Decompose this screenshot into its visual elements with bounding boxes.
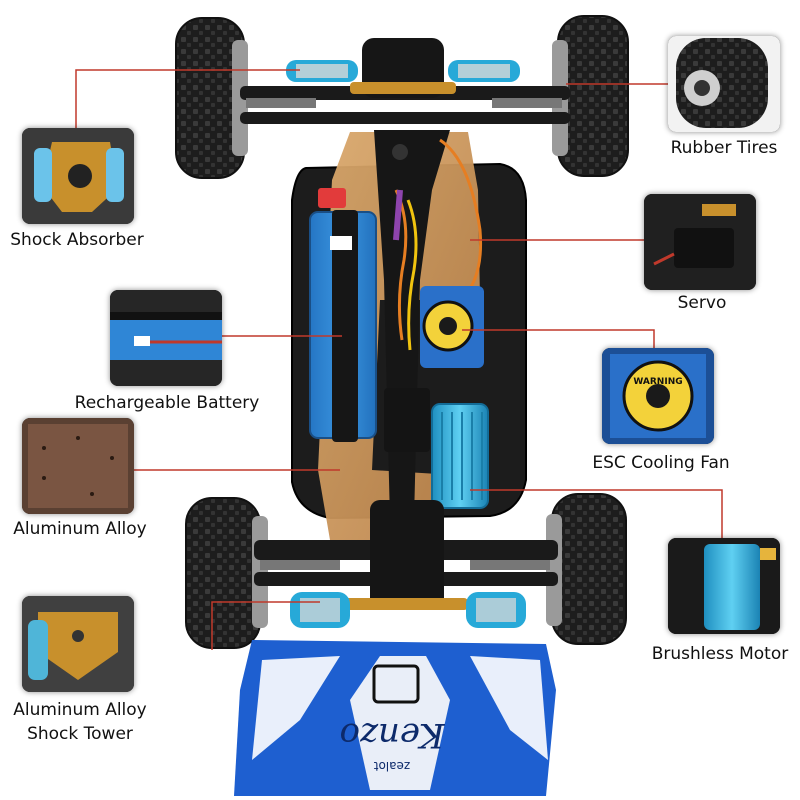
shock-absorber-thumbnail — [22, 128, 134, 224]
rear-body-shell: Kenzo zealot — [234, 640, 556, 796]
shock-tower-thumbnail — [22, 596, 134, 692]
front-shock-absorbers — [286, 60, 520, 82]
esc-with-cooling-fan — [420, 286, 484, 368]
label-aluminum-alloy: Aluminum Alloy — [13, 519, 147, 539]
rear-right-wheel — [546, 493, 627, 645]
body-brand-script: Kenzo — [340, 715, 446, 755]
label-esc-cooling-fan: ESC Cooling Fan — [592, 453, 730, 473]
label-rechargeable-battery: Rechargeable Battery — [74, 393, 260, 413]
rear-left-wheel — [185, 497, 268, 649]
rubber-tire-thumbnail — [668, 36, 780, 132]
front-left-wheel — [175, 17, 248, 179]
fan-warning-label: WARNING — [633, 377, 682, 387]
wiring — [393, 138, 483, 351]
battery-thumbnail — [110, 290, 222, 386]
esc-fan-thumbnail: WARNING — [602, 348, 714, 444]
leader-line-brushless-motor — [470, 489, 723, 540]
label-shock-absorber: Shock Absorber — [10, 230, 144, 250]
aluminum-alloy-thumbnail — [22, 418, 134, 514]
label-shock-tower-line1: Aluminum Alloy — [13, 700, 147, 720]
label-servo: Servo — [677, 293, 727, 313]
battery-pack — [309, 188, 377, 442]
leader-line-shock-tower — [211, 601, 320, 650]
rear-shock-absorbers — [290, 592, 526, 628]
body-brand-name: zealot — [374, 759, 411, 773]
front-shock-tower — [350, 38, 456, 98]
receiver — [384, 388, 430, 452]
label-shock-tower: Aluminum Alloy Shock Tower — [2, 698, 158, 746]
label-rubber-tires: Rubber Tires — [670, 138, 778, 158]
label-shock-tower-line2: Shock Tower — [27, 724, 133, 744]
rear-gearbox — [336, 500, 468, 610]
leader-line-shock-absorber — [75, 69, 300, 130]
leader-line-esc-fan — [462, 329, 655, 350]
label-brushless-motor: Brushless Motor — [651, 644, 789, 664]
brushless-motor — [431, 403, 489, 509]
servo-thumbnail — [644, 194, 756, 290]
brushless-motor-thumbnail — [668, 538, 780, 634]
